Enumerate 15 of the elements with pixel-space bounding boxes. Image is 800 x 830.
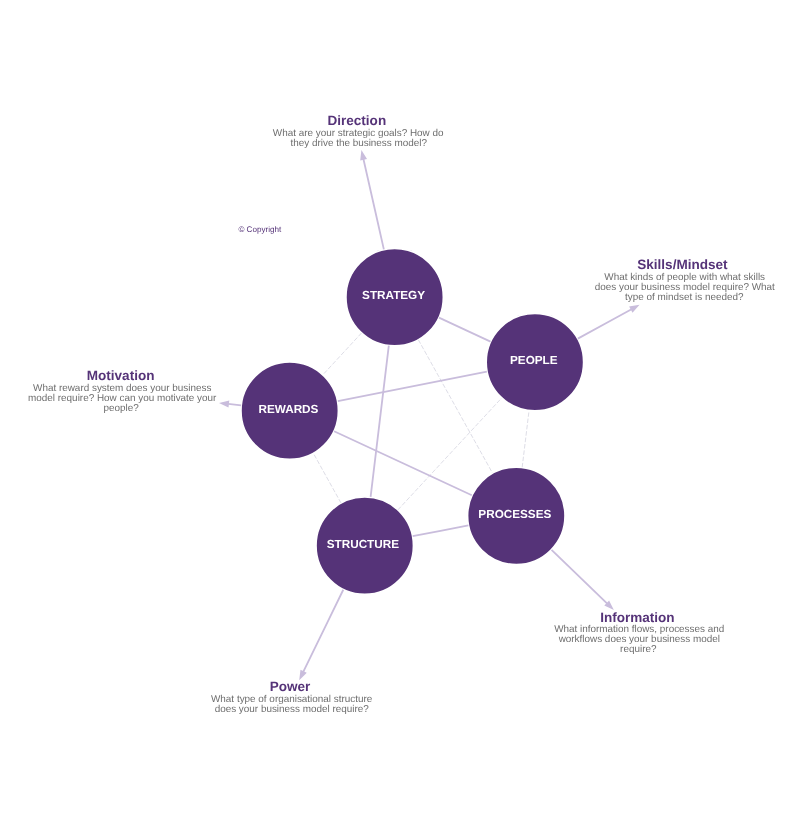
arrow	[219, 400, 243, 408]
arrow	[360, 150, 385, 251]
arrow	[550, 548, 614, 611]
connector	[369, 344, 390, 498]
connector	[333, 430, 473, 497]
connector	[312, 452, 342, 504]
connector	[322, 332, 362, 376]
connector	[521, 410, 530, 468]
connector	[336, 370, 488, 403]
connector	[438, 316, 492, 343]
arrow	[299, 588, 345, 681]
connector	[397, 397, 502, 511]
connector	[411, 524, 470, 538]
connector	[417, 339, 493, 474]
arrow	[576, 304, 640, 340]
